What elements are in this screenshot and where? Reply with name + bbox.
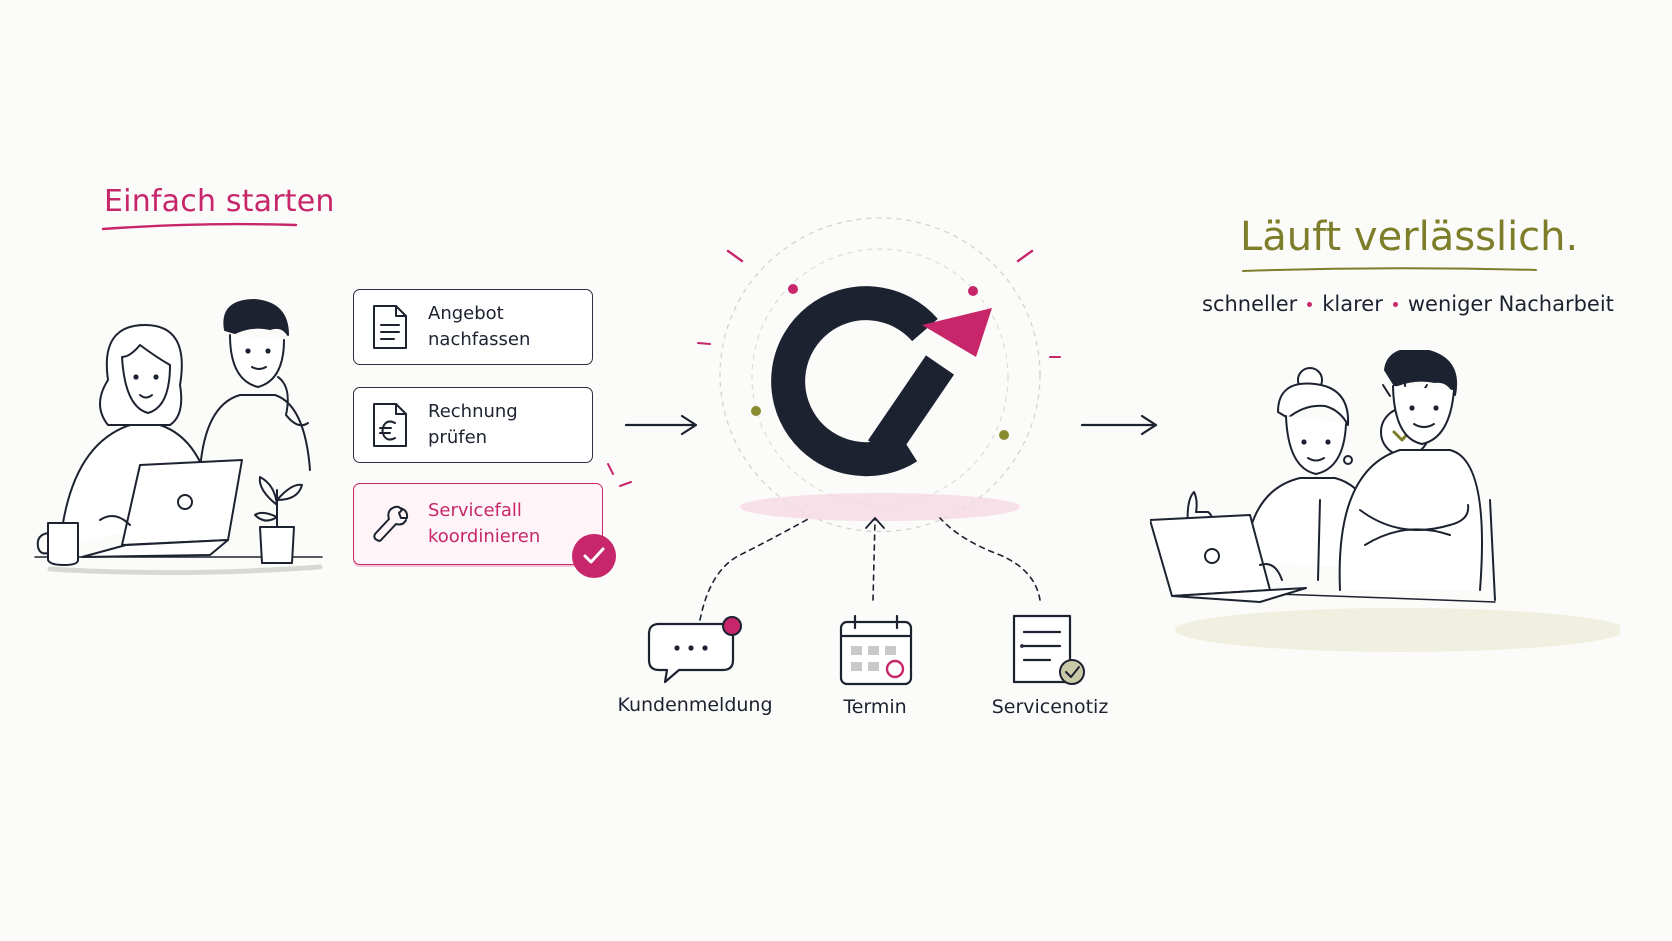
spark-lines [607, 463, 632, 487]
chat-bubble-icon [647, 616, 742, 684]
check-icon [583, 547, 605, 564]
document-icon [373, 305, 407, 349]
result-heading: Läuft verlässlich. [1240, 214, 1579, 260]
task-card-angebot[interactable]: Angebot nachfassen [353, 289, 593, 365]
calendar-icon [839, 614, 913, 686]
heading-underline [101, 222, 298, 231]
benefit-faster: schneller [1202, 292, 1298, 316]
benefit-clearer: klarer [1322, 292, 1383, 316]
channel-termin: Termin [795, 612, 955, 718]
task-label-line1: Rechnung [428, 401, 518, 422]
separator-dot [1307, 301, 1313, 307]
euro-document-icon [373, 403, 407, 447]
task-card-servicefall[interactable]: Servicefall koordinieren [353, 483, 616, 578]
channel-kundenmeldung: Kundenmeldung [615, 614, 775, 716]
task-label-line1: Servicefall [428, 500, 522, 521]
wrench-icon [373, 505, 409, 542]
task-label-line1: Angebot [428, 303, 504, 324]
happy-team-illustration [1150, 350, 1620, 652]
channel-label: Servicenotiz [991, 696, 1109, 718]
central-hub-logo [697, 217, 1061, 533]
heading-underline [1242, 267, 1537, 272]
task-label-line2: koordinieren [428, 526, 541, 547]
done-check-badge [572, 534, 616, 578]
start-heading: Einfach starten [104, 184, 335, 219]
benefit-less-rework: weniger Nacharbeit [1407, 292, 1614, 316]
checklist-icon [1012, 614, 1085, 685]
benefits-line: schneller klarer weniger Nacharbeit [1202, 292, 1614, 316]
channel-servicenotiz: Servicenotiz [970, 610, 1130, 718]
channel-label: Termin [843, 696, 907, 718]
arrow-right-icon [624, 414, 698, 436]
arrow-right-icon [1080, 414, 1158, 436]
separator-dot [1392, 301, 1398, 307]
channel-connectors [699, 517, 1041, 621]
channel-label: Kundenmeldung [617, 694, 773, 716]
task-card-rechnung[interactable]: Rechnung prüfen [353, 387, 593, 463]
team-at-laptop-illustration [34, 299, 323, 576]
task-label-line2: nachfassen [428, 329, 531, 350]
task-label-line2: prüfen [428, 427, 488, 448]
